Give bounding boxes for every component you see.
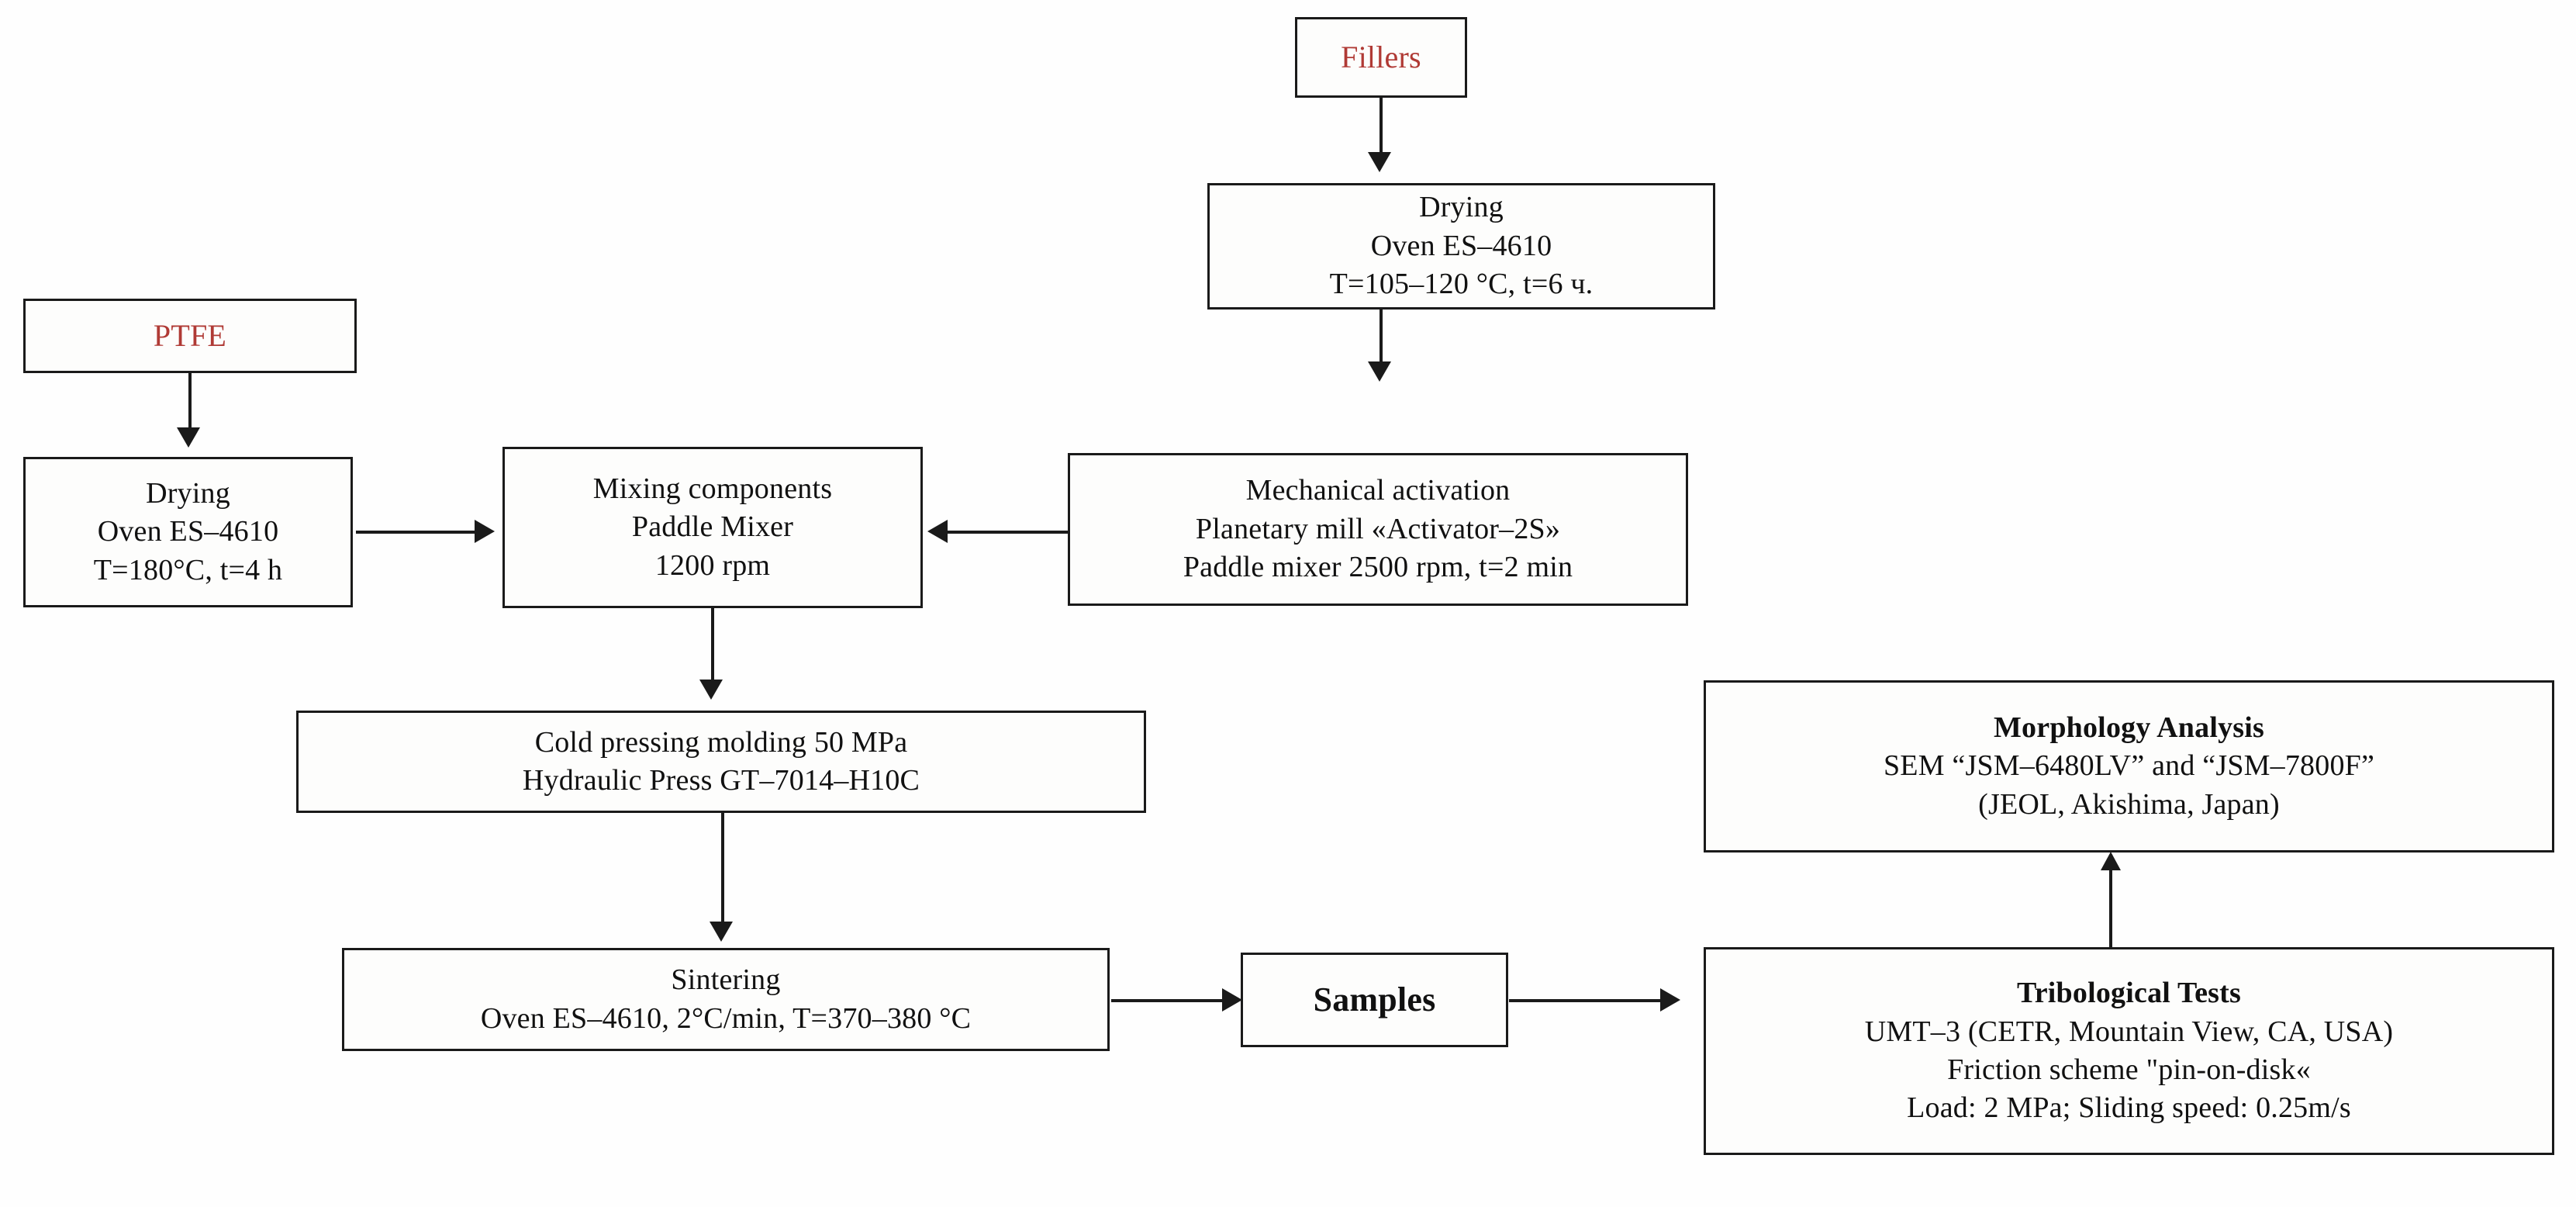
node-mechanical-activation-line-2: Planetary mill «Activator–2S»	[1195, 512, 1561, 545]
node-mixing-line-1: Mixing components	[592, 472, 833, 505]
node-morphology-line-3: (JEOL, Akishima, Japan)	[1978, 787, 2280, 821]
node-samples-line-1: Samples	[1313, 980, 1436, 1019]
node-mixing-line-2: Paddle Mixer	[631, 510, 794, 544]
node-mixing-line-3: 1200 rpm	[654, 548, 771, 582]
node-drying-fillers-line-1: Drying	[1419, 191, 1504, 224]
node-sintering: Sintering Oven ES–4610, 2°C/min, T=370–3…	[342, 948, 1110, 1051]
node-drying-ptfe-line-3: T=180°C, t=4 h	[93, 553, 283, 586]
node-fillers-line-1: Fillers	[1341, 40, 1421, 74]
node-samples: Samples	[1241, 953, 1508, 1047]
node-mechanical-activation: Mechanical activation Planetary mill «Ac…	[1068, 453, 1688, 606]
node-mechanical-activation-line-1: Mechanical activation	[1245, 474, 1511, 507]
node-sintering-line-2: Oven ES–4610, 2°C/min, T=370–380 °C	[480, 1001, 972, 1035]
node-drying-fillers: Drying Oven ES–4610 T=105–120 °C, t=6 ч.	[1207, 183, 1715, 310]
node-tribological-line-3: Friction scheme "pin-on-disk«	[1947, 1053, 2311, 1086]
node-cold-pressing: Cold pressing molding 50 MPa Hydraulic P…	[296, 711, 1146, 813]
node-morphology-line-2: SEM “JSM–6480LV” and “JSM–7800F”	[1883, 749, 2375, 783]
node-tribological-tests: Tribological Tests UMT–3 (CETR, Mountain…	[1704, 947, 2554, 1155]
node-ptfe: PTFE	[23, 299, 357, 373]
node-morphology-line-1: Morphology Analysis	[1993, 711, 2265, 744]
node-mixing-components: Mixing components Paddle Mixer 1200 rpm	[502, 447, 923, 608]
node-drying-fillers-line-2: Oven ES–4610	[1370, 229, 1552, 262]
node-cold-pressing-line-2: Hydraulic Press GT–7014–H10C	[522, 764, 920, 797]
node-tribological-line-4: Load: 2 MPa; Sliding speed: 0.25m/s	[1907, 1091, 2351, 1125]
node-drying-ptfe-line-2: Oven ES–4610	[97, 515, 279, 548]
node-cold-pressing-line-1: Cold pressing molding 50 MPa	[534, 725, 908, 759]
node-tribological-line-1: Tribological Tests	[2017, 977, 2241, 1010]
node-sintering-line-1: Sintering	[671, 963, 781, 997]
node-fillers: Fillers	[1295, 17, 1467, 98]
node-morphology-analysis: Morphology Analysis SEM “JSM–6480LV” and…	[1704, 680, 2554, 853]
node-mechanical-activation-line-3: Paddle mixer 2500 rpm, t=2 min	[1183, 551, 1573, 584]
node-tribological-line-2: UMT–3 (CETR, Mountain View, CA, USA)	[1864, 1015, 2394, 1048]
node-drying-ptfe: Drying Oven ES–4610 T=180°C, t=4 h	[23, 457, 353, 607]
node-ptfe-line-1: PTFE	[153, 318, 227, 353]
node-drying-ptfe-line-1: Drying	[146, 476, 230, 510]
node-drying-fillers-line-3: T=105–120 °C, t=6 ч.	[1329, 268, 1594, 301]
